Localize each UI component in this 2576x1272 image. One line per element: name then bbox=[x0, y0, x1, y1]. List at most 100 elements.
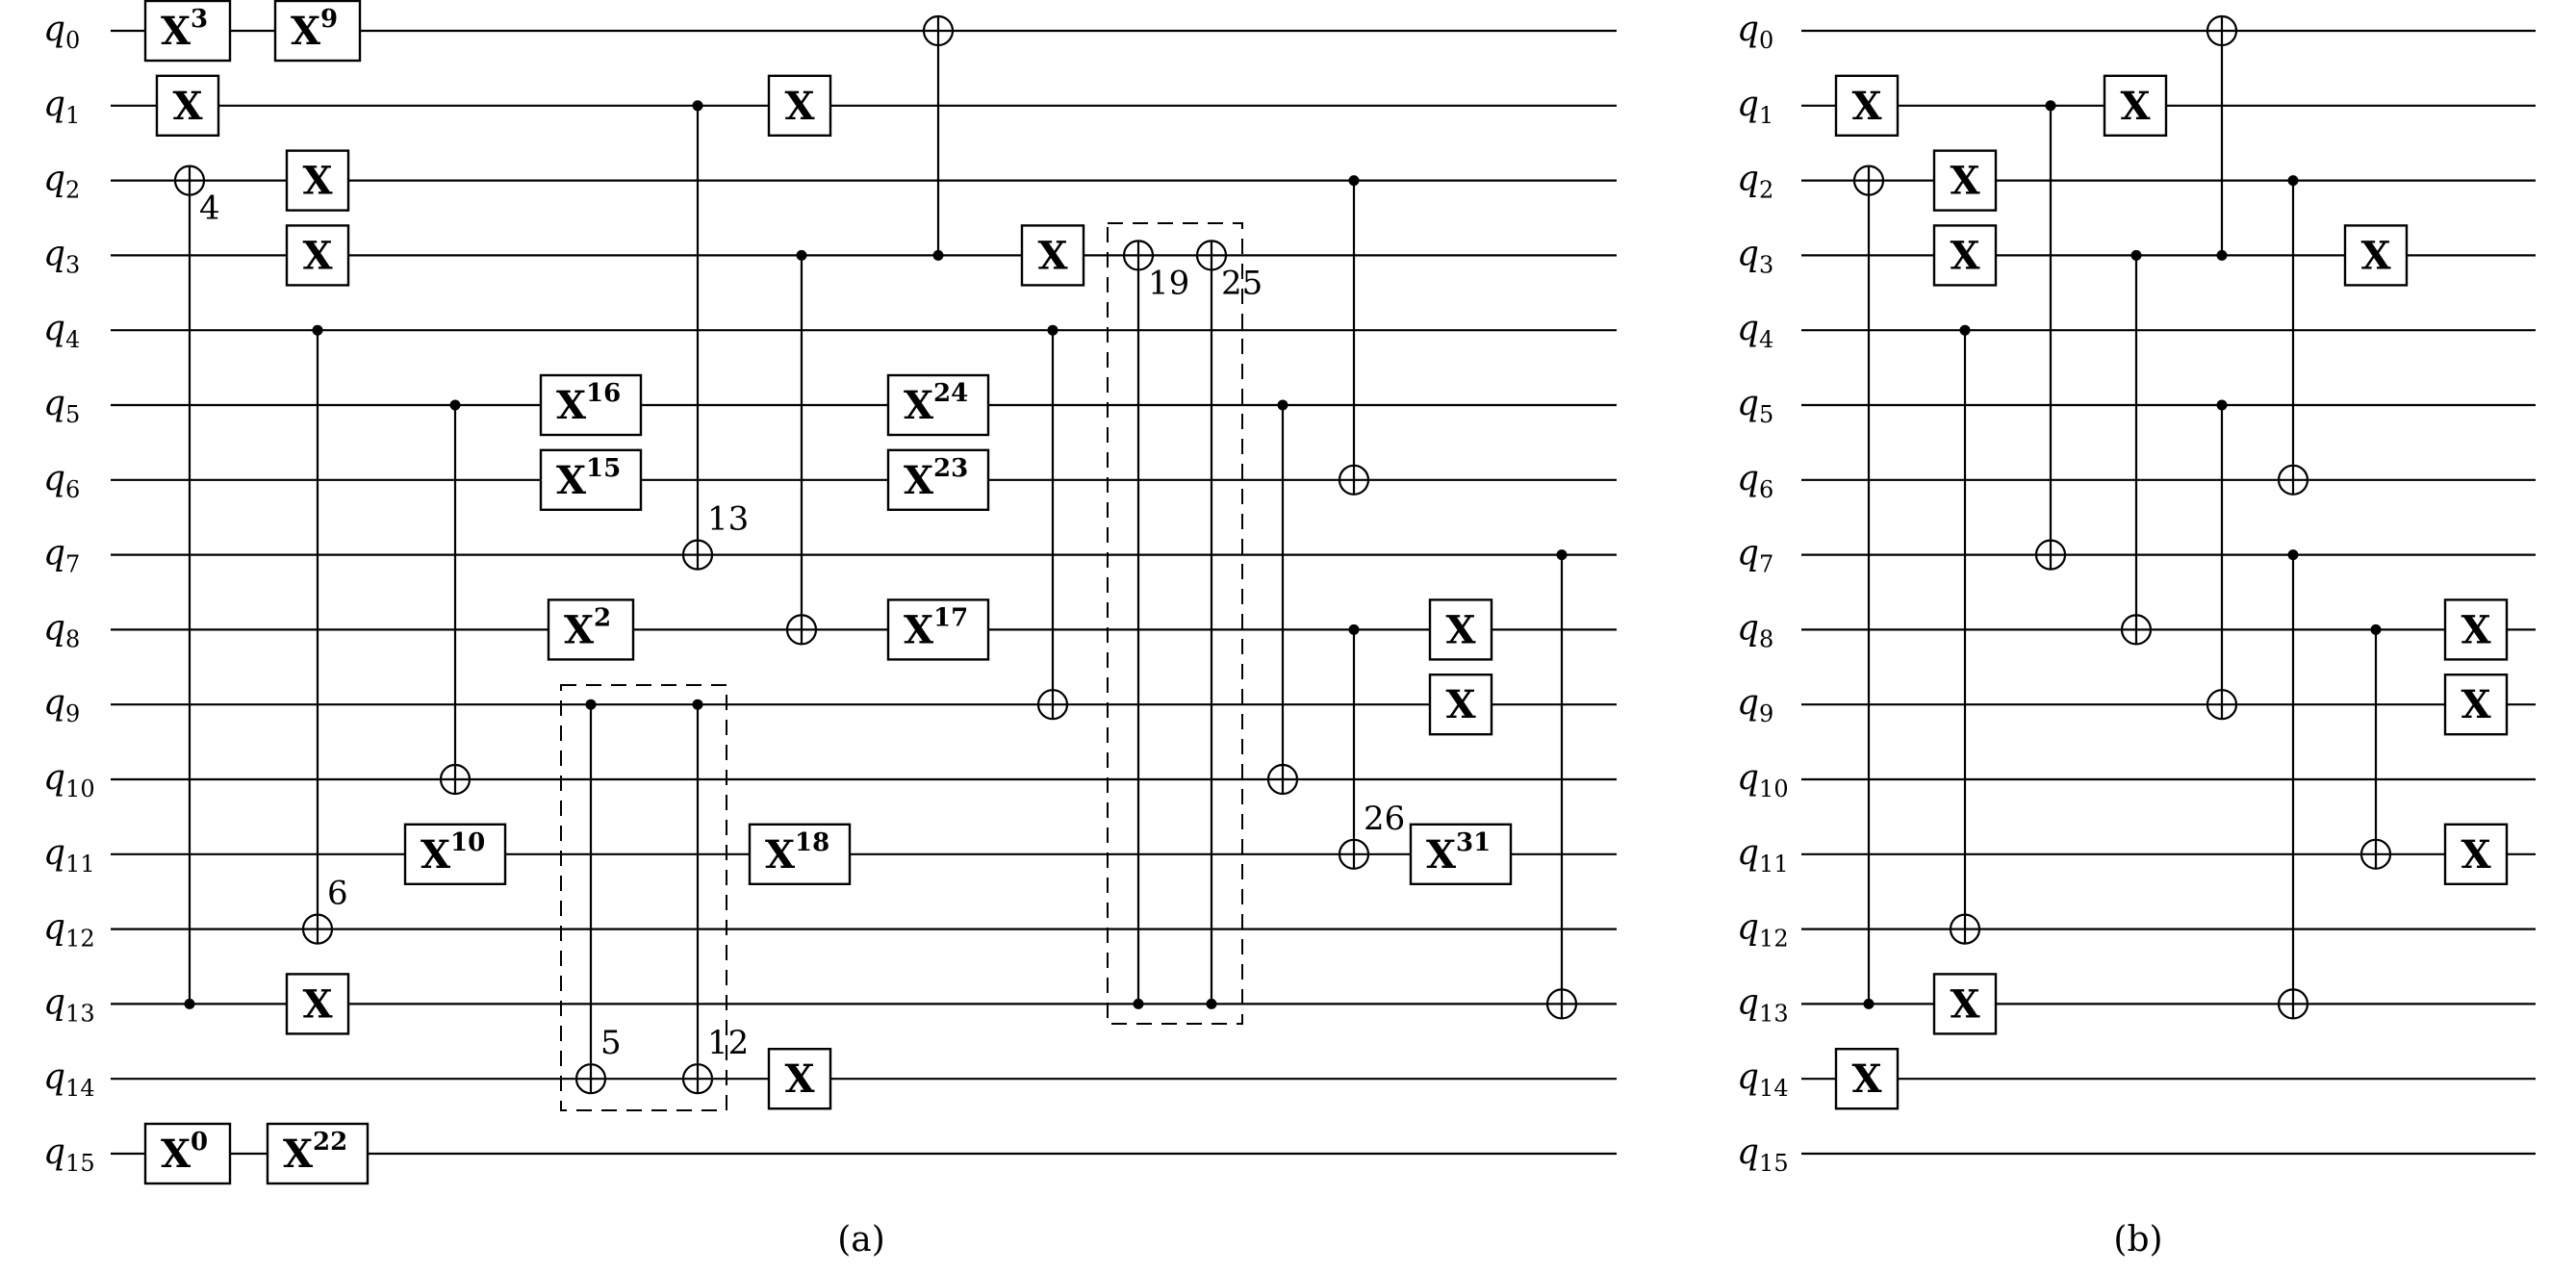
qubit-index: 4 bbox=[1759, 326, 1773, 353]
x-gate-label: X bbox=[2120, 84, 2150, 129]
qubit-label: q9 bbox=[1737, 683, 1773, 727]
x-gate-label: X bbox=[784, 1056, 814, 1102]
x-gate: X22 bbox=[266, 1122, 370, 1185]
qubit-label: q7 bbox=[1737, 534, 1773, 578]
x-gate-box bbox=[403, 823, 507, 885]
x-gate: X24 bbox=[886, 373, 990, 437]
qubit-index: 13 bbox=[65, 1000, 95, 1027]
x-gate-exponent: 22 bbox=[313, 1128, 347, 1157]
qubit-label: q14 bbox=[43, 1057, 95, 1102]
qubit-index: 1 bbox=[1759, 102, 1773, 129]
qubit-index: 1 bbox=[65, 102, 80, 129]
x-gate-box bbox=[1020, 224, 1085, 287]
control-dot bbox=[1133, 998, 1144, 1009]
qubit-label: q10 bbox=[1737, 758, 1789, 802]
x-gate-exponent: 3 bbox=[191, 5, 208, 34]
x-gate-label: X bbox=[1037, 233, 1067, 278]
cnot-gate bbox=[1338, 175, 1370, 496]
x-gate-label: X bbox=[1950, 159, 1979, 204]
x-gate-label: X bbox=[1950, 233, 1979, 278]
qubit-label: q0 bbox=[1737, 10, 1773, 54]
control-dot bbox=[312, 324, 323, 336]
qubit-index: 13 bbox=[1759, 1000, 1789, 1027]
x-gate-box bbox=[767, 1047, 832, 1110]
cnot-gate: 26 bbox=[1338, 623, 1405, 870]
qubit-index: 15 bbox=[65, 1150, 95, 1177]
cnot-gate bbox=[1852, 165, 1885, 1009]
x-gate-box bbox=[1428, 598, 1493, 661]
x-gate-box bbox=[539, 448, 643, 511]
x-gate-box bbox=[1834, 1047, 1900, 1110]
x-gate: X bbox=[767, 1047, 832, 1110]
x-gate-box bbox=[547, 598, 635, 661]
cnot-index-label: 4 bbox=[199, 190, 220, 228]
x-gate: X bbox=[2443, 674, 2509, 736]
qubit-index: 4 bbox=[65, 326, 80, 353]
panel-caption: (a) bbox=[837, 1220, 885, 1259]
panel-caption: (b) bbox=[2113, 1220, 2162, 1259]
x-gate: X bbox=[285, 224, 350, 287]
cnot-gate bbox=[1036, 324, 1069, 721]
control-dot bbox=[932, 249, 944, 261]
x-gate-label: X bbox=[1851, 84, 1881, 129]
qubit-index: 10 bbox=[1759, 776, 1789, 802]
x-gate: X23 bbox=[886, 448, 990, 511]
x-gate-label: X bbox=[172, 84, 202, 129]
control-dot bbox=[1348, 175, 1360, 187]
qubit-index: 14 bbox=[65, 1075, 95, 1102]
x-gate-box bbox=[2443, 823, 2509, 885]
x-gate-label: X bbox=[302, 159, 332, 204]
x-gate: X bbox=[2343, 224, 2409, 287]
x-gate: X3 bbox=[143, 0, 232, 63]
x-gate-exponent: 23 bbox=[933, 454, 968, 483]
x-gate: X bbox=[1932, 149, 1998, 212]
x-gate-label: X bbox=[1445, 607, 1475, 652]
qubit-label: q6 bbox=[43, 459, 80, 503]
x-gate-exponent: 16 bbox=[586, 379, 621, 408]
qubit-index: 5 bbox=[1759, 401, 1773, 428]
x-gate: X15 bbox=[539, 448, 643, 511]
x-gate-box bbox=[886, 598, 990, 661]
qubit-index: 7 bbox=[1759, 551, 1773, 578]
x-gate-exponent: 24 bbox=[933, 379, 968, 408]
x-gate-label: X bbox=[2461, 832, 2490, 878]
x-gate-box bbox=[143, 0, 232, 63]
control-dot bbox=[2216, 249, 2228, 261]
x-gate-box bbox=[539, 373, 643, 437]
qubit-label: q3 bbox=[1737, 234, 1773, 278]
qubit-label: q6 bbox=[1737, 459, 1773, 503]
x-gate: X bbox=[1428, 674, 1493, 736]
x-gate-box bbox=[1409, 823, 1513, 885]
x-gate-box bbox=[285, 224, 350, 287]
cnot-gate bbox=[1949, 324, 1981, 945]
qubit-index: 10 bbox=[65, 776, 95, 802]
cnot-index-label: 13 bbox=[707, 500, 749, 539]
x-gate: X bbox=[1932, 224, 1998, 287]
qubit-index: 5 bbox=[65, 401, 80, 428]
control-dot bbox=[2130, 249, 2142, 261]
x-gate: X bbox=[2103, 74, 2168, 138]
qubit-index: 11 bbox=[1759, 851, 1789, 878]
control-dot bbox=[796, 249, 807, 261]
qubit-label: q12 bbox=[43, 908, 95, 953]
x-gate: X16 bbox=[539, 373, 643, 437]
x-gate-box bbox=[155, 74, 220, 138]
cnot-index-label: 5 bbox=[600, 1024, 622, 1062]
cnot-gate bbox=[922, 14, 955, 261]
qubit-index: 12 bbox=[1759, 926, 1789, 953]
x-gate: X bbox=[1428, 598, 1493, 661]
x-gate-box bbox=[143, 1122, 232, 1185]
dashed-group-cx-13-3 bbox=[1107, 222, 1243, 1025]
x-gate-box bbox=[266, 1122, 370, 1185]
x-gate-box bbox=[1932, 973, 1998, 1035]
x-gate-label: X bbox=[784, 84, 814, 129]
cnot-index-label: 19 bbox=[1148, 264, 1189, 302]
qubit-index: 8 bbox=[65, 625, 80, 652]
x-gate-box bbox=[886, 448, 990, 511]
qubit-index: 7 bbox=[65, 551, 80, 578]
qubit-index: 9 bbox=[65, 700, 80, 727]
qubit-index: 3 bbox=[65, 251, 80, 278]
qubit-index: 8 bbox=[1759, 625, 1773, 652]
x-gate: X bbox=[285, 149, 350, 212]
